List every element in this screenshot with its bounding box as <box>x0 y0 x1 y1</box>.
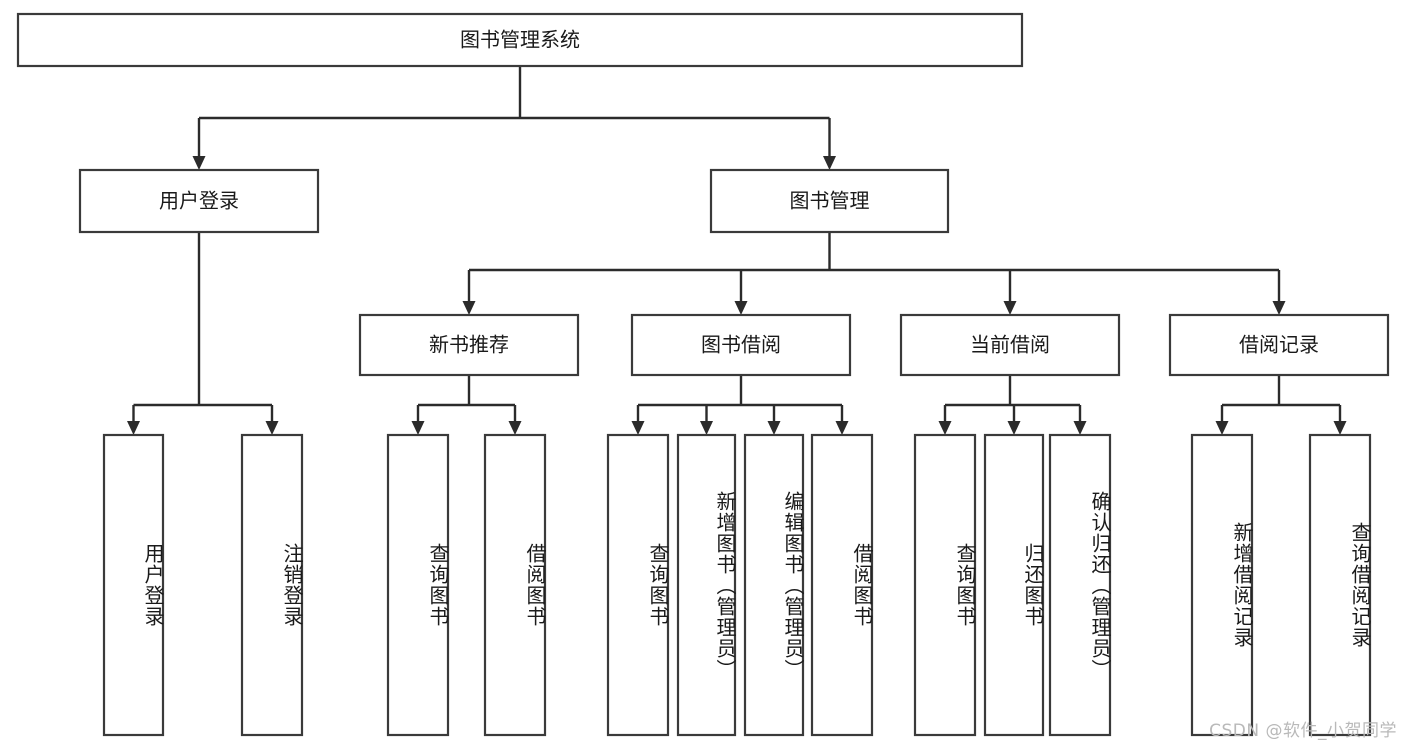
node-level2-label-0: 用户登录 <box>159 189 239 213</box>
node-leaf-0[interactable] <box>102 433 165 737</box>
node-leaf-6[interactable] <box>743 433 805 737</box>
node-level3-2[interactable] <box>899 313 1121 377</box>
node-leaf-5[interactable] <box>676 433 737 737</box>
node-leaf-3[interactable] <box>483 433 547 737</box>
node-level3-label-0: 新书推荐 <box>429 333 509 357</box>
arrow-head-icon <box>835 421 849 435</box>
arrow-head-icon <box>192 156 206 170</box>
arrow-head-icon <box>1073 421 1087 435</box>
node-leaf-4[interactable] <box>606 433 670 737</box>
node-leaf-1[interactable] <box>240 433 304 737</box>
node-level3-0[interactable] <box>358 313 580 377</box>
node-level3-label-3: 借阅记录 <box>1239 333 1319 357</box>
node-leaf-12[interactable] <box>1308 433 1372 737</box>
node-leaf-2[interactable] <box>386 433 450 737</box>
node-root[interactable] <box>16 12 1024 68</box>
node-level3-label-2: 当前借阅 <box>970 333 1050 357</box>
arrow-head-icon <box>127 421 140 435</box>
csdn-watermark: CSDN @软件_小贺同学 <box>1209 721 1397 741</box>
node-leaf-7[interactable] <box>810 433 874 737</box>
arrow-head-icon <box>411 421 425 435</box>
boxes-layer <box>16 12 1390 737</box>
arrow-head-icon <box>1215 421 1229 435</box>
arrow-head-icon <box>734 301 748 315</box>
arrow-head-icon <box>823 156 836 170</box>
node-level3-label-1: 图书借阅 <box>701 333 781 357</box>
arrow-head-icon <box>508 421 522 435</box>
arrow-head-icon <box>938 421 952 435</box>
node-level2-label-1: 图书管理 <box>790 189 870 213</box>
node-root-label: 图书管理系统 <box>460 28 580 52</box>
arrow-head-icon <box>1007 421 1021 435</box>
connectors-layer <box>127 66 1347 435</box>
node-level2-1[interactable] <box>709 168 950 234</box>
node-leaf-11[interactable] <box>1190 433 1254 737</box>
arrow-head-icon <box>462 301 476 315</box>
node-level2-0[interactable] <box>78 168 320 234</box>
node-level3-3[interactable] <box>1168 313 1390 377</box>
arrow-head-icon <box>1272 301 1286 315</box>
arrow-head-icon <box>265 421 279 435</box>
arrow-head-icon <box>1003 301 1017 315</box>
arrow-head-icon <box>767 421 781 435</box>
arrow-head-icon <box>631 421 645 435</box>
node-leaf-9[interactable] <box>983 433 1045 737</box>
arrow-head-icon <box>700 421 713 435</box>
node-level3-1[interactable] <box>630 313 852 377</box>
node-leaf-10[interactable] <box>1048 433 1112 737</box>
node-leaf-8[interactable] <box>913 433 977 737</box>
arrow-head-icon <box>1333 421 1347 435</box>
